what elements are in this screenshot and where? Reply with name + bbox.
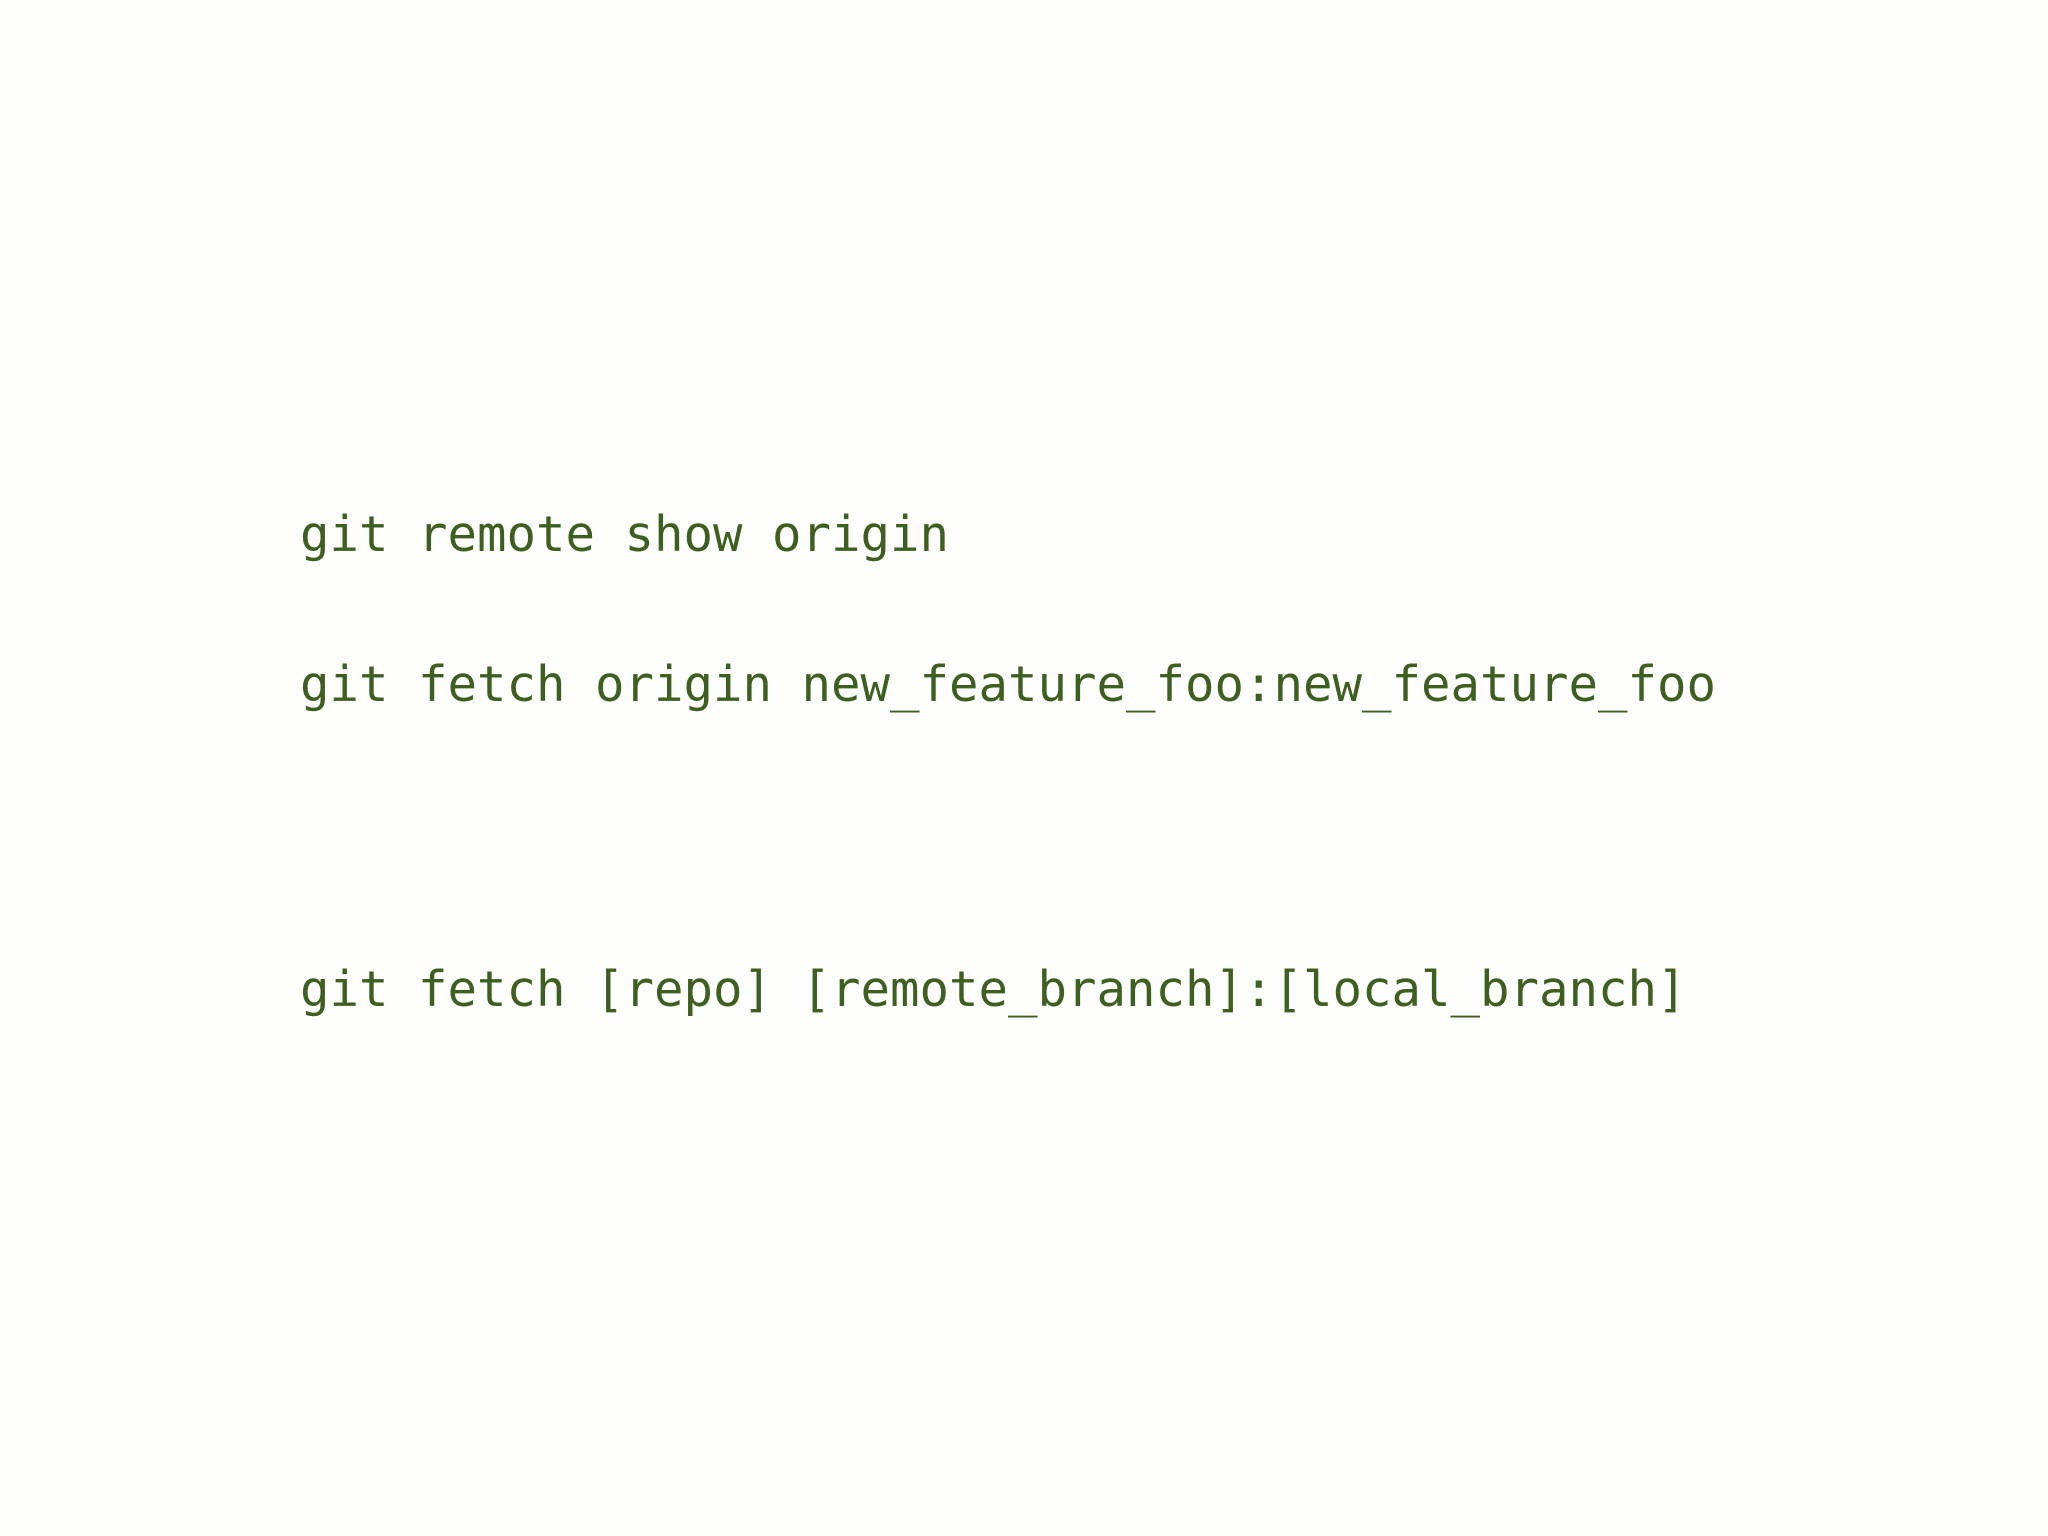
slide-background-panel (433, 0, 2048, 1536)
code-line-3: git fetch [repo] [remote_branch]:[local_… (300, 961, 1687, 1018)
code-line-2: git fetch origin new_feature_foo:new_fea… (300, 656, 1717, 713)
code-line-1: git remote show origin (300, 506, 950, 563)
